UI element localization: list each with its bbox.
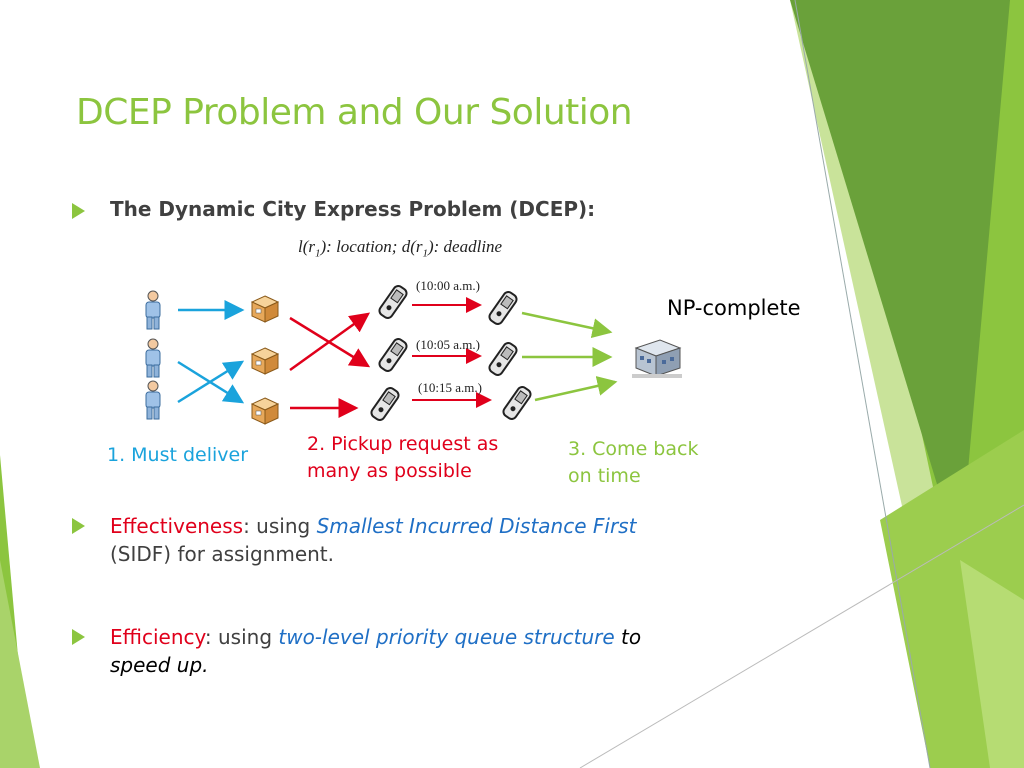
formula-l: l(r: [298, 237, 315, 256]
effectiveness-method: Smallest Incurred Distance First: [316, 514, 637, 538]
deco-line-2: [579, 504, 1024, 768]
step-2-line-1: 2. Pickup request as: [307, 433, 499, 455]
arrow-red-2: [289, 312, 371, 372]
efficiency-speed: speed up.: [110, 653, 209, 677]
depot-building-icon: [632, 339, 682, 378]
mobile-phone-icon: [370, 387, 400, 421]
efficiency-method: two-level priority queue structure: [278, 625, 615, 649]
dcep-subheading: The Dynamic City Express Problem (DCEP):: [110, 197, 596, 221]
formula-end: ): deadline: [427, 237, 503, 256]
deco-line-1: [794, 0, 931, 768]
right-green-band-dark: [790, 0, 1010, 560]
courier-person-icon: [145, 290, 161, 330]
package-box-icon: [250, 295, 280, 323]
formula-d-sub: 1: [422, 247, 428, 260]
left-green-band-light: [0, 560, 40, 768]
package-box-icon: [250, 347, 280, 375]
step-1-text: 1. Must deliver: [107, 444, 249, 466]
step-1-label: 1. Must deliver: [107, 442, 248, 469]
time-label-3: (10:15 a.m.): [418, 380, 482, 395]
effectiveness-label: Effectiveness: [110, 514, 244, 538]
step-3-label: 3. Come back on time: [568, 436, 698, 490]
efficiency-paragraph: Efficiency: using two-level priority que…: [110, 623, 810, 679]
effectiveness-rest: (SIDF) for assignment.: [110, 542, 335, 566]
arrow-green-1: [521, 311, 613, 339]
package-box-icon: [250, 397, 280, 425]
mobile-phone-icon: [488, 342, 518, 376]
page-title: DCEP Problem and Our Solution: [76, 92, 633, 133]
time-label-2: (10:05 a.m.): [416, 337, 480, 352]
courier-person-icon: [145, 338, 161, 378]
courier-person-icon: [145, 380, 161, 420]
arrow-green-3: [534, 376, 618, 402]
efficiency-label: Efficiency: [110, 625, 205, 649]
time-label-1: (10:00 a.m.): [416, 278, 480, 293]
bullet-arrow-icon: [72, 518, 85, 534]
effectiveness-paragraph: Effectiveness: using Smallest Incurred D…: [110, 512, 810, 568]
mobile-phone-icon: [378, 285, 408, 319]
np-complete-label: NP-complete: [667, 296, 801, 320]
bullet-arrow-icon: [72, 203, 85, 219]
formula-line: l(r1): location; d(r1): deadline: [298, 237, 502, 259]
effectiveness-using: : using: [243, 514, 317, 538]
bullet-arrow-icon: [72, 629, 85, 645]
mobile-phone-icon: [488, 291, 518, 325]
arrow-blue-3: [177, 360, 245, 404]
step-3-line-1: 3. Come back: [568, 438, 699, 460]
mobile-phone-icon: [378, 338, 408, 372]
efficiency-to: to: [614, 625, 642, 649]
mobile-phone-icon: [502, 386, 532, 420]
formula-l-sub: 1: [315, 247, 321, 260]
step-3-line-2: on time: [568, 465, 641, 487]
efficiency-using: : using: [204, 625, 279, 649]
formula-mid: ): location; d(r: [320, 237, 423, 256]
step-2-line-2: many as possible: [307, 460, 472, 482]
right-green-band-pale: [960, 560, 1024, 768]
step-2-label: 2. Pickup request as many as possible: [307, 431, 498, 485]
